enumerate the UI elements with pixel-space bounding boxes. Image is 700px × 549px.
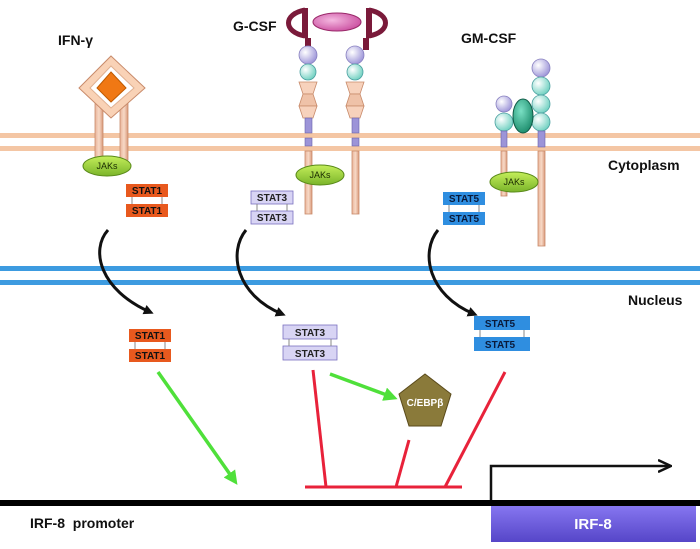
svg-text:JAKs: JAKs — [503, 177, 525, 187]
gcsf-label: G-CSF — [233, 18, 277, 34]
cebpb-inhibition-line — [394, 439, 411, 488]
svg-text:STAT3: STAT3 — [257, 213, 288, 224]
dna-strand — [0, 500, 700, 506]
stat1-dimer-cytoplasm: STAT1 STAT1 — [126, 184, 168, 217]
stat3-dimer-cytoplasm: STAT3 STAT3 — [250, 190, 294, 225]
cebpb-factor: C/EBPβ — [398, 373, 452, 427]
stat5-inhibition-line — [443, 371, 507, 488]
jak-ifn: JAKs — [82, 155, 132, 177]
stat5-dimer-cytoplasm: STAT5 STAT5 — [443, 192, 485, 225]
svg-text:STAT5: STAT5 — [485, 340, 516, 351]
stat5-translocation-arrow — [427, 229, 478, 317]
svg-text:STAT1: STAT1 — [135, 351, 166, 362]
stat1-translocation-arrow — [98, 228, 154, 315]
svg-text:C/EBPβ: C/EBPβ — [407, 398, 444, 409]
svg-text:STAT3: STAT3 — [257, 193, 288, 204]
jak-gcsf: JAKs — [295, 164, 345, 186]
svg-text:STAT5: STAT5 — [449, 214, 480, 225]
transcription-start-arrow — [489, 466, 668, 500]
svg-text:STAT3: STAT3 — [295, 328, 326, 339]
ifn-gamma-label: IFN-γ — [58, 32, 93, 48]
ifn-gamma-ligand — [96, 71, 127, 103]
stat1-activation-arrow — [156, 370, 238, 485]
stat5-dimer-nucleus: STAT5 STAT5 — [474, 316, 530, 351]
stat3-dimer-nucleus: STAT3 STAT3 — [282, 324, 338, 361]
svg-text:JAKs: JAKs — [309, 170, 331, 180]
svg-text:STAT5: STAT5 — [485, 319, 516, 330]
irf8-gene-box — [491, 506, 696, 542]
svg-text:JAKs: JAKs — [96, 161, 118, 171]
gcsf-receptor — [286, 7, 388, 215]
gmcsf-label: GM-CSF — [461, 30, 517, 46]
gmcsf-ligand — [512, 98, 534, 134]
svg-text:STAT3: STAT3 — [295, 349, 326, 360]
svg-text:STAT1: STAT1 — [135, 331, 166, 342]
irf8-gene-label: IRF-8 — [574, 516, 612, 533]
stat3-translocation-arrow — [235, 229, 286, 317]
svg-text:STAT5: STAT5 — [449, 194, 480, 205]
stat1-dimer-nucleus: STAT1 STAT1 — [129, 329, 171, 362]
jak-gmcsf: JAKs — [489, 171, 539, 193]
svg-text:STAT1: STAT1 — [132, 206, 163, 217]
inhibition-lines — [305, 369, 507, 489]
ifn-gamma-receptor — [78, 55, 146, 161]
svg-text:STAT1: STAT1 — [132, 186, 163, 197]
nuclear-membrane — [0, 266, 700, 285]
nucleus-label: Nucleus — [628, 292, 683, 308]
gmcsf-receptor — [494, 58, 551, 247]
cytoplasm-label: Cytoplasm — [608, 157, 680, 173]
stat3-inhibition-line — [311, 369, 328, 488]
cell-membrane — [0, 133, 700, 151]
stat3-to-cebpb-arrow — [329, 372, 398, 401]
irf8-promoter-label: IRF-8 promoter — [30, 515, 135, 531]
gcsf-ligand — [312, 12, 362, 32]
